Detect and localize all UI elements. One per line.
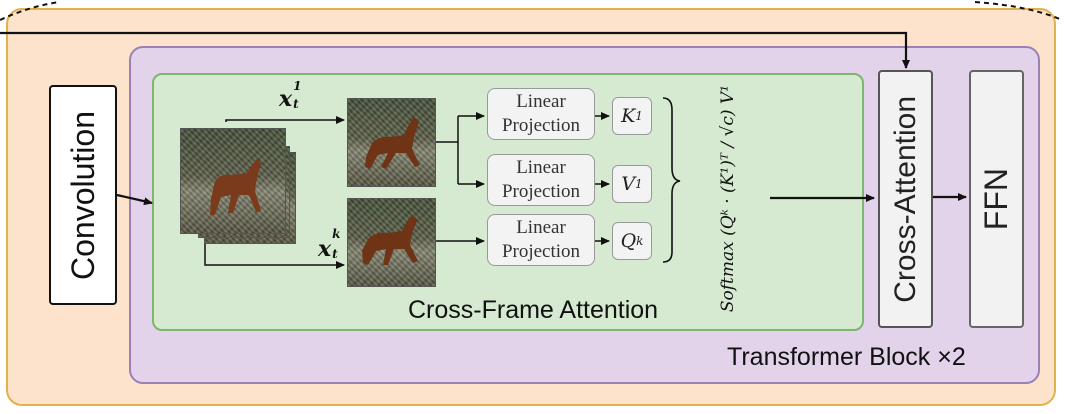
- conv-to-frames-arrow: [116, 193, 153, 206]
- skip-connection-arrow: [0, 31, 910, 69]
- ffn-label: FFN: [978, 167, 1014, 231]
- convolution-block: Convolution: [49, 85, 117, 305]
- softmax-formula-text: Softmax (Qᵏ · (K¹)ᵀ / √c) V¹: [718, 85, 738, 313]
- stack-frame-1: [180, 128, 286, 234]
- cross-attention-block: Cross-Attention: [878, 70, 933, 328]
- dashed-edge-right: [974, 1, 1063, 21]
- dashed-edge-left: [0, 1, 61, 21]
- arrow-to-frame-bottom: [204, 237, 345, 269]
- cross-frame-attention-caption: Cross-Frame Attention: [408, 296, 659, 324]
- curly-brace: [662, 97, 681, 263]
- cross-attention-label: Cross-Attention: [888, 95, 922, 303]
- convolution-label: Convolution: [64, 110, 101, 280]
- frame-top-image: [347, 98, 436, 187]
- frame-bottom-image: [347, 198, 436, 287]
- frame-stack: [180, 128, 300, 258]
- arrow-to-frame-top: [225, 116, 345, 124]
- softmax-formula: Softmax (Qᵏ · (K¹)ᵀ / √c) V¹: [688, 74, 768, 324]
- transformer-block-caption: Transformer Block ×2: [727, 343, 966, 371]
- ffn-block: FFN: [969, 70, 1024, 328]
